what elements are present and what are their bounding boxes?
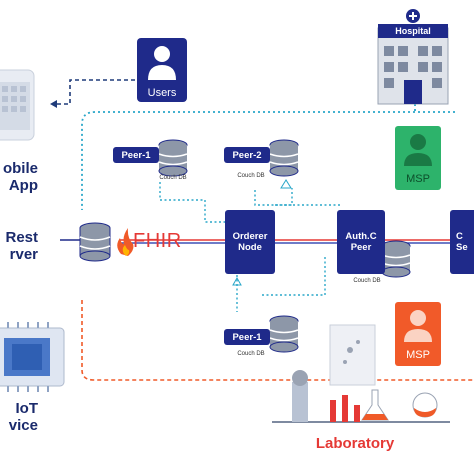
flame-icon (117, 228, 134, 256)
laboratory-label: Laboratory (315, 435, 395, 452)
msp-green-box: MSP (395, 126, 441, 190)
arrow-up-icon (280, 179, 292, 189)
arrow-up-icon-2 (232, 276, 242, 286)
orderer-label-line1: Orderer (232, 231, 268, 242)
right-partial-node: C Se (450, 210, 474, 274)
iot-chip-icon (0, 322, 65, 392)
network-boundary (81, 111, 455, 210)
hospital-building-icon (377, 9, 449, 105)
msp-orange-box: MSP (395, 302, 441, 366)
orderer-node: Orderer Node (225, 210, 275, 274)
fhir-label: FHIR (133, 230, 182, 252)
peer2-to-orderer-flow (254, 188, 293, 206)
auth-couchdb-label: Couch DB (353, 278, 381, 284)
peer1-top-couchdb-label: Couch DB (159, 175, 187, 181)
iot-label-line2: vice (8, 417, 38, 434)
msp-orange-label: MSP (406, 349, 430, 361)
peer2-top-node: Peer-2 (224, 147, 270, 163)
auth-peer-node: Auth.C Peer (337, 210, 385, 274)
msp-green-label: MSP (406, 173, 430, 185)
right-partial-line1: C (456, 231, 463, 242)
peer1-bottom-node: Peer-1 (224, 329, 270, 345)
right-partial-line2: Se (456, 242, 468, 253)
peer1-top-db-icon (158, 139, 188, 177)
peer1-bottom-db-icon (269, 315, 299, 353)
user-icon (148, 46, 176, 80)
rest-label-line2: rver (9, 246, 38, 263)
users-label: Users (147, 87, 177, 99)
auth-peer-db-icon (381, 240, 411, 278)
arrow-head-icon (50, 100, 57, 108)
peer2-top-db-icon (269, 139, 299, 177)
mobile-app-label: obile App (0, 160, 38, 194)
mobile-label-line1: obile (2, 160, 38, 177)
users-box: Users (137, 38, 187, 102)
orderer-label-line2: Node (238, 242, 262, 253)
peer2-top-couchdb-label: Couch DB (237, 173, 265, 179)
app-to-users-connector (40, 82, 58, 104)
hospital-sign: Hospital (395, 26, 431, 36)
phone-icon (0, 69, 35, 141)
auth-label-line2: Peer (350, 242, 372, 253)
laboratory-illustration (272, 324, 450, 423)
peer1-to-orderer-flow (159, 182, 225, 223)
fhir-database-icon (79, 222, 111, 262)
user-icon-msp-green (404, 134, 432, 166)
rest-server-label: Rest rver (0, 229, 38, 263)
rest-label-line1: Rest (5, 229, 38, 246)
auth-label-line1: Auth.C (345, 231, 377, 242)
bottom-peer-to-auth-flow (262, 255, 326, 296)
peer1-bottom-couchdb-label: Couch DB (237, 351, 265, 357)
mobile-label-line2: App (8, 177, 38, 194)
lab-boundary (81, 300, 474, 381)
iot-device-label: IoT vice (0, 400, 38, 434)
iot-label-line1: IoT (15, 400, 39, 417)
peer1-top-node: Peer-1 (113, 147, 159, 163)
users-to-app-connector (55, 79, 135, 105)
user-icon-msp-orange (404, 310, 432, 342)
